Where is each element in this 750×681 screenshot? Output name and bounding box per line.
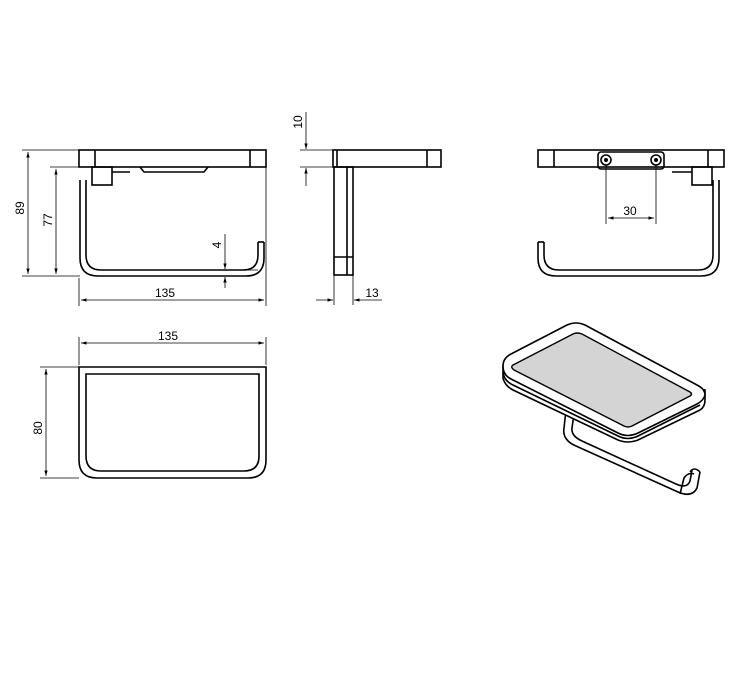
front-view: 89 77 4 135 [13,149,267,306]
dim-rear-spacing-30: 30 [623,204,637,218]
dim-front-width-135: 135 [155,286,175,300]
dim-side-thickness-10: 10 [291,115,305,129]
dim-front-gap-4: 4 [210,241,224,248]
dim-front-arm-77: 77 [41,213,55,227]
dim-side-depth-13: 13 [365,286,379,300]
side-view: 10 13 [291,112,442,305]
top-view: 135 80 [31,329,267,479]
dim-top-width-135: 135 [158,329,178,343]
dim-top-depth-80: 80 [31,421,45,435]
isometric-view [502,322,706,496]
rear-view: 30 [537,149,725,277]
dim-front-height-89: 89 [13,201,27,215]
